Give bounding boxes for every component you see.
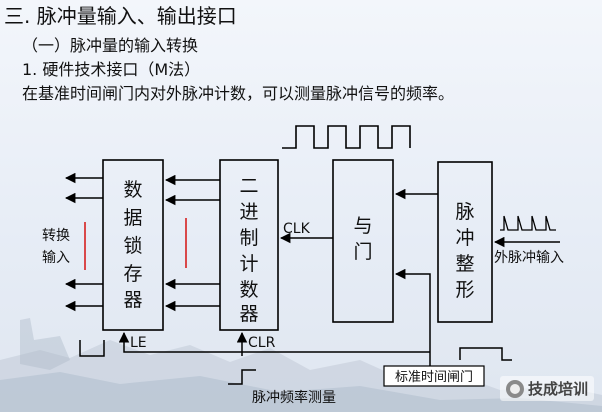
wechat-icon: [506, 379, 524, 398]
shaper-char: 形: [455, 279, 474, 301]
le-label: LE: [130, 335, 147, 351]
external-pulse-waveform: [500, 215, 556, 231]
section-heading: 1. 硬件技术接口（M法）: [22, 60, 201, 79]
counter-block: [219, 159, 279, 331]
counter-char: 进: [239, 201, 258, 223]
gate-time-box: [383, 365, 485, 387]
gate-time-line: [394, 268, 431, 366]
shaper-char: 脉: [455, 201, 474, 223]
convert-input-label-line2: 输入: [42, 250, 70, 266]
gate-time-stub: [459, 347, 512, 361]
latch-char: 器: [123, 289, 142, 311]
external-pulse-input-label: 外脉冲输入: [494, 250, 564, 266]
pulse-train-waveform: [282, 125, 411, 149]
slide-title: 三. 脉冲量输入、输出接口: [4, 4, 237, 28]
latch-block: [102, 159, 164, 331]
clr-label: CLR: [248, 335, 276, 351]
latch-char: 数: [123, 179, 142, 201]
watermark: 技成培训: [500, 376, 595, 401]
counter-char: 计: [239, 253, 258, 275]
clr-pulse-stub: [228, 369, 256, 385]
le-line: [118, 331, 430, 353]
counter-char: 数: [239, 279, 258, 301]
latch-char: 锁: [123, 235, 142, 257]
shaper-block: [437, 161, 493, 323]
gate-time-label: 标准时间闸门: [395, 370, 473, 385]
shaper-char: 整: [455, 253, 474, 275]
le-pulse-stub: [79, 340, 105, 357]
counter-char: 制: [239, 227, 258, 249]
latch-char: 据: [123, 207, 142, 229]
shaper-char: 冲: [455, 227, 474, 249]
watermark-text: 技成培训: [528, 380, 589, 398]
background-wall-illustration: [0, 318, 602, 412]
clk-label: CLK: [283, 221, 311, 237]
and-gate-block: [332, 159, 394, 323]
slide-subtitle: （一）脉冲量的输入转换: [22, 36, 199, 55]
counter-char: 器: [239, 303, 258, 325]
convert-input-label-line1: 转换: [42, 227, 70, 244]
freq-measure-label: 脉冲频率测量: [252, 389, 336, 406]
counter-char: 二: [239, 175, 258, 197]
and-gate-char: 门: [353, 241, 372, 263]
description-text: 在基准时间闸门内对外脉冲计数，可以测量脉冲信号的频率。: [22, 84, 455, 103]
latch-char: 存: [123, 263, 142, 285]
and-gate-char: 与: [353, 215, 372, 237]
